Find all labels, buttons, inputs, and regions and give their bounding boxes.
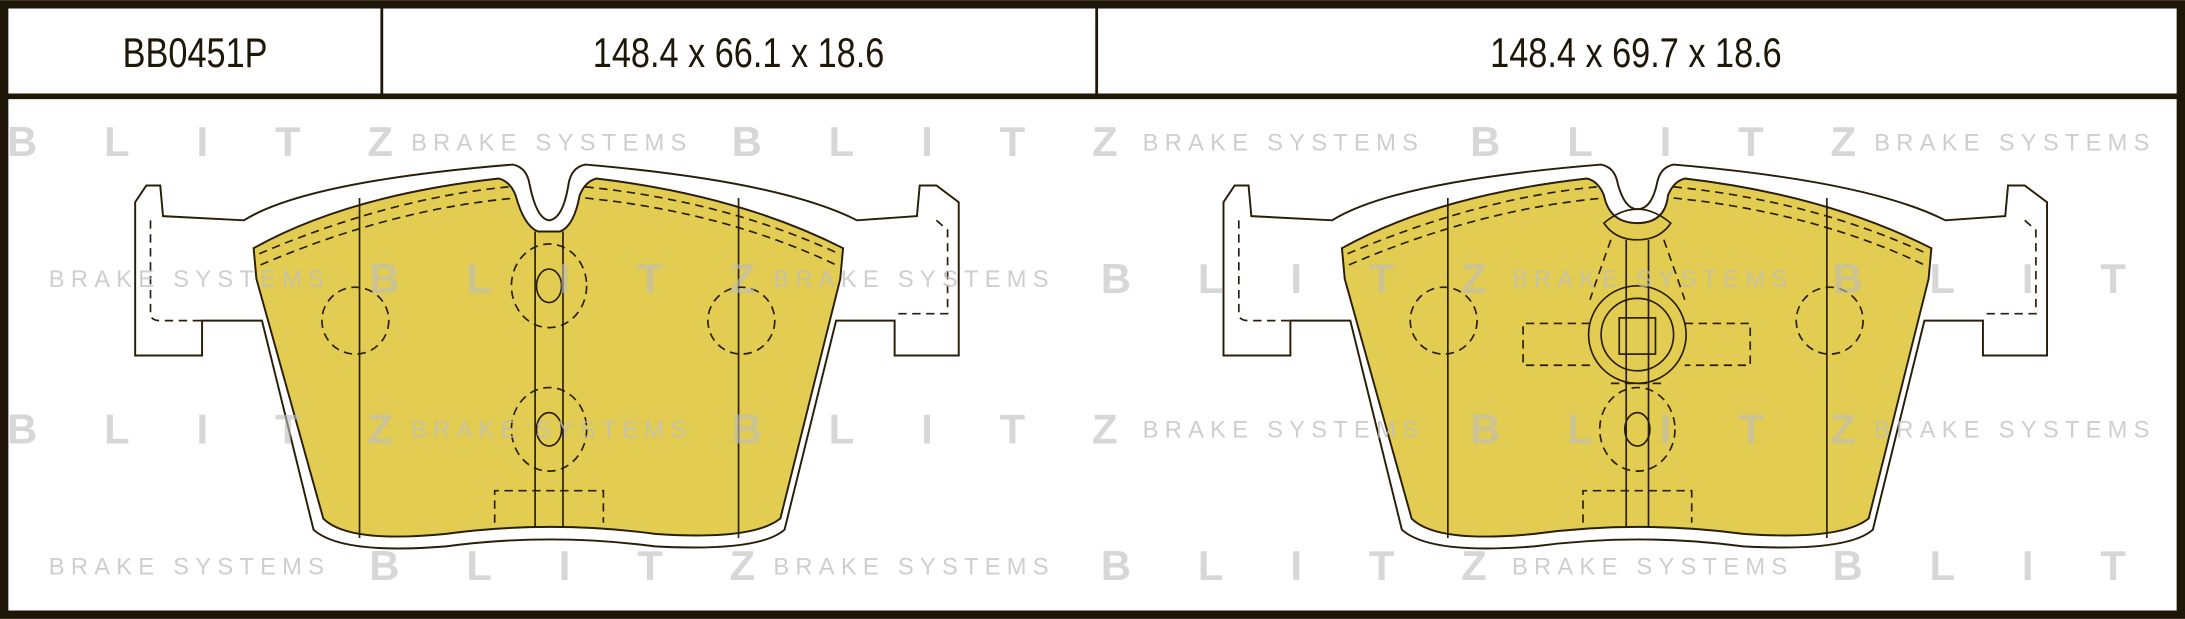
watermark-logo: BLITZ xyxy=(732,118,1185,165)
watermark-logo: BLITZ xyxy=(1101,255,1554,302)
brake-pad-1 xyxy=(134,163,960,550)
watermark-tagline: BRAKE SYSTEMS xyxy=(773,554,1054,580)
watermark-logo: BLITZ xyxy=(732,405,1185,452)
watermark-tagline: BRAKE SYSTEMS xyxy=(49,267,330,293)
watermark-logo: BLITZ xyxy=(1832,255,2185,302)
watermark-logo: BLITZ xyxy=(369,255,822,302)
watermark-logo: BLITZ xyxy=(1101,542,1554,589)
watermark-tagline: BRAKE SYSTEMS xyxy=(411,131,692,157)
watermark-tagline: BRAKE SYSTEMS xyxy=(1874,418,2155,444)
watermark-logo: BLITZ xyxy=(1470,405,1923,452)
brake-pad-2 xyxy=(1222,163,2049,550)
pad-1-dimensions: 148.4 x 66.1 x 18.6 xyxy=(593,30,885,77)
watermark-logo: BLITZ xyxy=(7,118,460,165)
watermark-tagline: BRAKE SYSTEMS xyxy=(1512,267,1793,293)
watermark-tagline: BRAKE SYSTEMS xyxy=(411,418,692,444)
watermark-tagline: BRAKE SYSTEMS xyxy=(1143,418,1424,444)
watermark-logo: BLITZ xyxy=(369,542,822,589)
watermark-logo: BLITZ xyxy=(7,405,460,452)
pad-2-dimensions: 148.4 x 69.7 x 18.6 xyxy=(1490,30,1782,77)
watermark-logo: BLITZ xyxy=(1470,118,1923,165)
watermark-tagline: BRAKE SYSTEMS xyxy=(49,554,330,580)
watermark-tagline: BRAKE SYSTEMS xyxy=(1143,131,1424,157)
watermark-logo: BLITZ xyxy=(1832,542,2185,589)
watermark-tagline: BRAKE SYSTEMS xyxy=(773,267,1054,293)
watermark-tagline: BRAKE SYSTEMS xyxy=(1874,131,2155,157)
watermark-tagline: BRAKE SYSTEMS xyxy=(1512,554,1793,580)
part-number: BB0451P xyxy=(123,30,268,77)
